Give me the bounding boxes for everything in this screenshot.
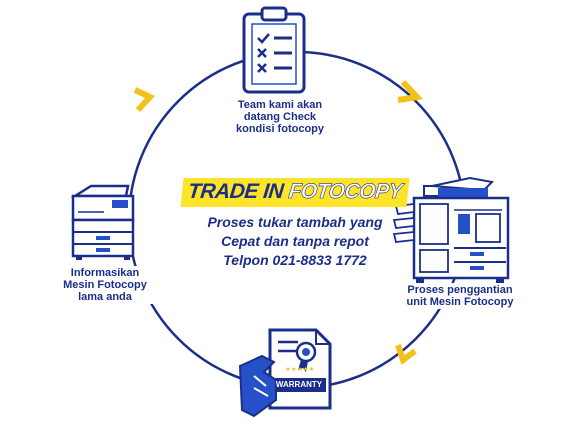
step-label-line: lama anda [78, 291, 132, 303]
center-block: TRADE IN FOTOCOPY Proses tukar tambah ya… [150, 178, 440, 270]
step-label-line: Mesin Fotocopy [63, 279, 147, 291]
step-label-line: Team kami akan [237, 99, 323, 111]
step-label-line: datang Check [243, 111, 317, 123]
step-label-top: Team kami akan datang Check kondisi foto… [228, 98, 332, 136]
step-label-right: Proses penggantian unit Mesin Fotocopy [400, 283, 520, 309]
arrow-chevron-top-right [397, 79, 424, 103]
step-label-line: kondisi fotocopy [236, 123, 324, 135]
step-label-left: Informasikan Mesin Fotocopy lama anda [52, 266, 158, 304]
step-label-line: Informasikan [70, 267, 140, 279]
trade-in-title: TRADE IN FOTOCOPY [180, 178, 410, 207]
tagline-line-1: Proses tukar tambah yang [207, 214, 383, 230]
warranty-badge-text: WARRANTY [275, 380, 323, 389]
title-part-2: FOTOCOPY [287, 180, 404, 204]
title-part-1: TRADE IN [186, 180, 285, 203]
tagline-line-2: Cepat dan tanpa repot [221, 233, 369, 249]
step-label-line: Proses penggantian [407, 284, 513, 296]
phone-number[interactable]: Telpon 021-8833 1772 [223, 252, 367, 268]
warranty-stars: ★★★★★ [285, 367, 315, 373]
arrow-chevron-left [133, 87, 155, 113]
arrow-chevron-bottom-right [395, 344, 417, 365]
step-label-line: unit Mesin Fotocopy [406, 296, 514, 308]
tagline-block: Proses tukar tambah yang Cepat dan tanpa… [150, 213, 440, 270]
